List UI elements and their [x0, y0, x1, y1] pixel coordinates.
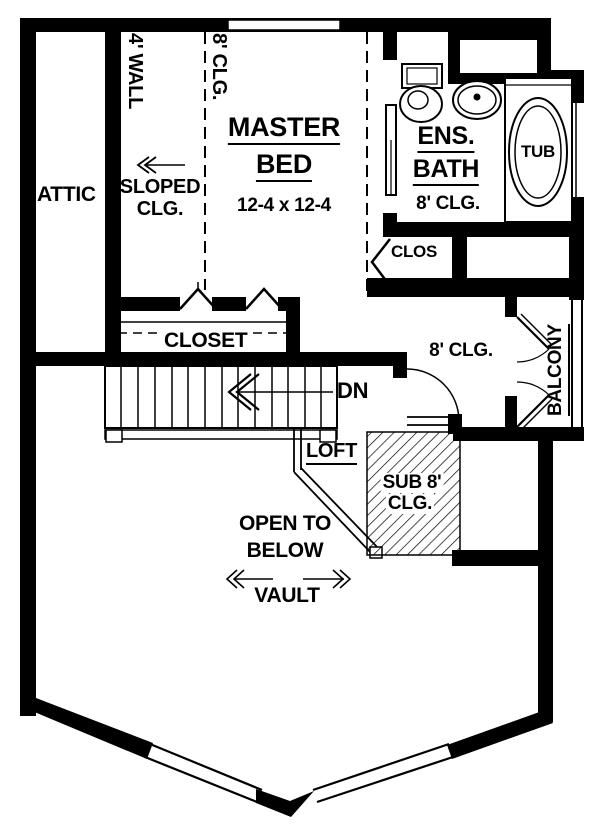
sub-ceiling-hatch: [366, 431, 461, 556]
clos-label: CLOS: [391, 242, 438, 261]
master-ceiling-annotation: 8' CLG.: [208, 33, 230, 101]
sloped-clg-label-line2: CLG.: [136, 198, 184, 220]
ens-bath-ceiling-label: 8' CLG.: [416, 193, 480, 214]
vault-label: VAULT: [254, 584, 320, 607]
chase-interior: [460, 40, 537, 73]
window-top-wall: [227, 19, 341, 31]
tub-fixture: [504, 77, 573, 223]
ceiling-break-lines: [204, 32, 368, 292]
vault-arrow: [225, 569, 352, 589]
open-to-below-label-line1: OPEN TO: [238, 512, 332, 535]
dn-arrow: [227, 373, 333, 411]
balcony-french-doors: [516, 313, 553, 431]
stairs: [104, 365, 338, 443]
dn-label: DN: [337, 378, 369, 403]
exterior-walls: [20, 18, 584, 817]
toilet-fixture: [399, 63, 443, 123]
loft-door: [406, 368, 460, 426]
wall4-annotation: 4' WALL: [124, 33, 146, 109]
sloped-clg-label-line1: SLOPED: [119, 176, 201, 198]
sloped-clg-arrow: [136, 156, 185, 174]
master-bed-label-line2: BED: [255, 149, 312, 182]
closet-label: CLOSET: [162, 329, 250, 353]
bifold-doors: [179, 282, 283, 310]
window-prow-right: [312, 742, 454, 804]
loft-label: LOFT: [306, 440, 357, 465]
tub-label: TUB: [520, 142, 556, 161]
balcony-label: BALCONY: [545, 324, 573, 416]
interior-walls: [20, 30, 584, 434]
bath-door: [385, 104, 397, 196]
sub-ceiling-label-line2: CLG.: [385, 493, 435, 514]
attic-label: ATTIC: [37, 183, 96, 206]
master-bed-dimensions: 12-4 x 12-4: [237, 195, 331, 216]
open-to-below-label-line2: BELOW: [246, 539, 324, 562]
ens-bath-label-line1: ENS.: [417, 122, 475, 153]
master-bed-label-line1: MASTER: [227, 112, 340, 145]
sink-fixture: [452, 80, 502, 120]
windows: [144, 19, 584, 804]
window-prow-left: [144, 742, 263, 804]
window-tub: [570, 103, 584, 197]
ens-bath-label-line2: BATH: [412, 155, 479, 186]
sub-ceiling-label-line1: SUB 8': [380, 472, 444, 493]
clos-door: [370, 238, 391, 287]
loft-ceiling-label: 8' CLG.: [429, 340, 493, 361]
